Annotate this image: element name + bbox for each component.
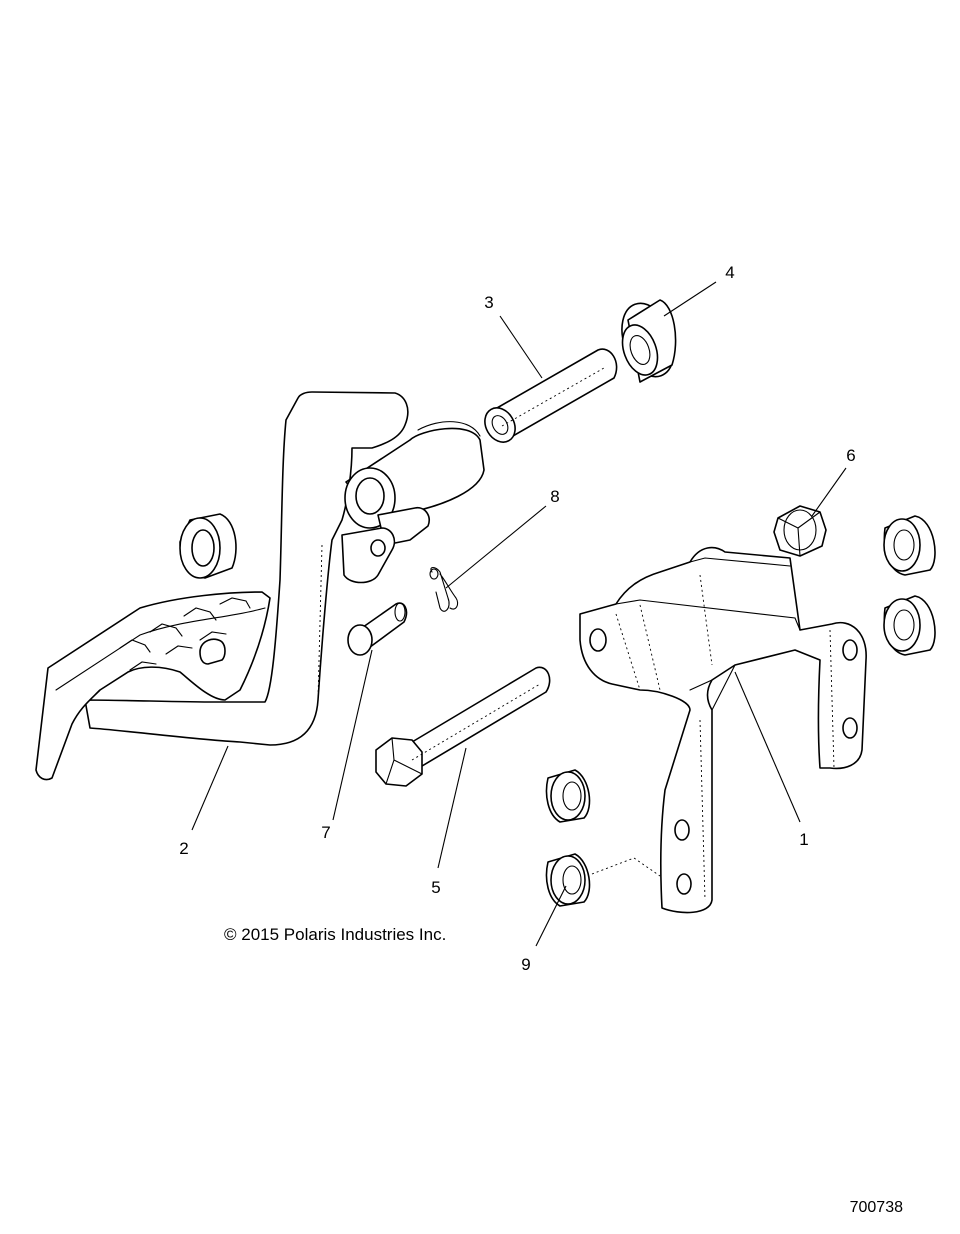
callout-4: 4 [725,263,734,282]
bushing-right-upper [883,515,936,576]
hitch-pin-clip [429,566,459,612]
leader-3 [499,315,543,379]
callout-5: 5 [431,878,440,897]
copyright-notice: © 2015 Polaris Industries Inc. [224,925,446,944]
callout-labels: 1 2 3 4 5 6 7 8 9 [179,263,855,974]
bushing-bottom-lower [545,853,591,907]
leader-4 [663,281,717,317]
flanged-bushing-top [621,299,677,383]
leader-6 [811,467,847,517]
hex-nut [773,505,827,557]
pivot-bolt [375,666,551,787]
leader-lines [191,281,847,947]
pedal-bushing-left [179,513,237,579]
leader-9 [535,885,567,947]
callout-9: 9 [521,955,530,974]
bushing-bottom-upper [545,769,591,823]
leader-2 [191,745,229,831]
callout-6: 6 [846,446,855,465]
callout-8: 8 [550,487,559,506]
clevis-pin [347,602,408,656]
leader-8 [445,505,547,589]
brake-pedal [35,391,485,781]
leader-7 [332,649,373,821]
callout-1: 1 [799,830,808,849]
callout-2: 2 [179,839,188,858]
figure-number: 700738 [850,1199,903,1216]
pivot-sleeve [484,348,618,443]
leader-1 [734,671,801,823]
bushing-right-lower [883,595,936,656]
leader-5 [437,747,467,869]
callout-3: 3 [484,293,493,312]
pedal-mount-bracket [579,546,867,914]
callout-7: 7 [321,823,330,842]
